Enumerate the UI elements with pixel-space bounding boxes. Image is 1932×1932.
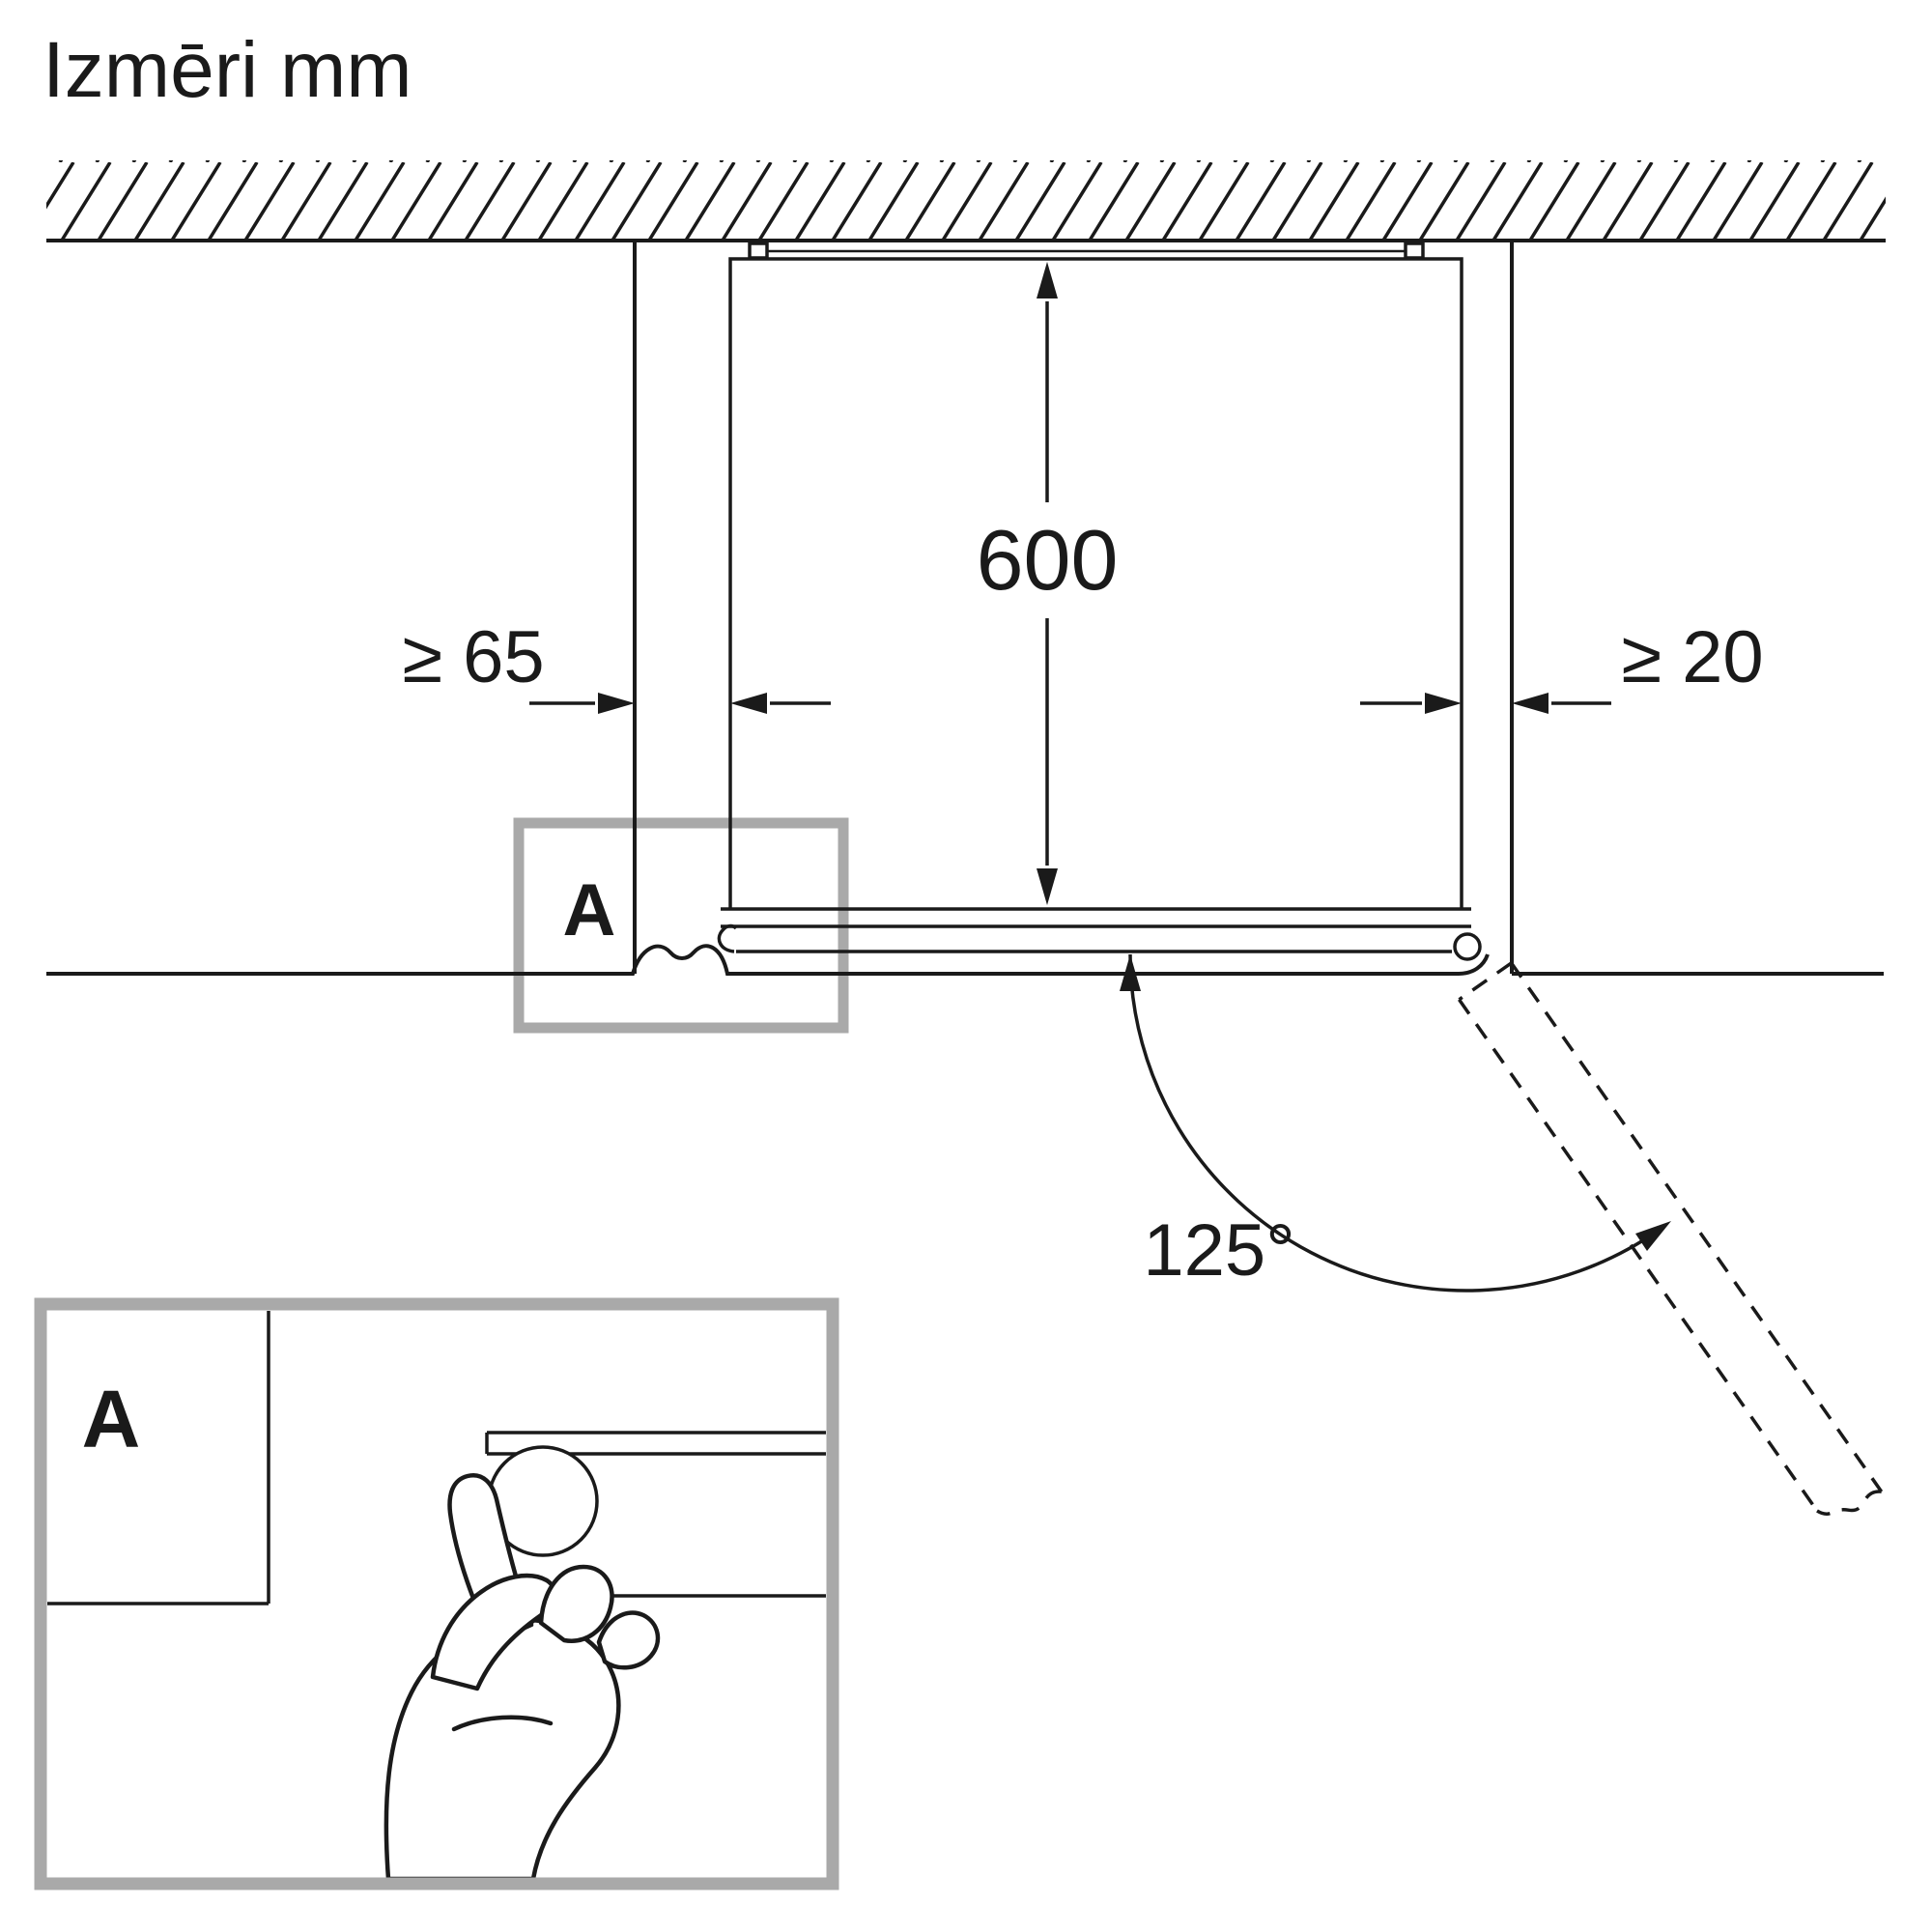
right-clearance-label: ≥ 20 xyxy=(1621,616,1763,698)
detail-marker-label: A xyxy=(563,869,616,952)
detail-view: A xyxy=(34,1297,839,1890)
appliance xyxy=(717,242,1482,961)
page-title: Izmēri mm xyxy=(43,26,412,114)
right-clearance-dimension: ≥ 20 xyxy=(1360,616,1764,714)
ceiling-wall xyxy=(46,160,1886,242)
arrowhead-left xyxy=(1512,693,1548,714)
floor-line xyxy=(46,944,1490,976)
door-swing-arc xyxy=(1128,953,1661,1293)
arrowhead-up xyxy=(1037,262,1058,298)
detail-view-label: A xyxy=(82,1374,141,1464)
arrowhead-left xyxy=(730,693,767,714)
door-hinge xyxy=(1453,932,1482,961)
appliance-left-wall-spacer xyxy=(748,242,769,260)
depth-dimension: 600 xyxy=(977,262,1119,905)
open-door-outline xyxy=(1458,961,1884,1516)
detail-view-box xyxy=(34,1297,839,1890)
arc-arrowhead-end xyxy=(1635,1221,1671,1251)
arrowhead-down xyxy=(1037,868,1058,905)
open-door-dashed xyxy=(1458,961,1884,1516)
hand-thumb xyxy=(430,1573,558,1691)
door-angle-label: 125° xyxy=(1143,1209,1294,1292)
appliance-right-wall-spacer xyxy=(1404,242,1425,260)
left-clearance-dimension: ≥ 65 xyxy=(402,616,831,714)
plinth-left-curl xyxy=(717,923,738,953)
door-swing: 125° xyxy=(1120,953,1884,1516)
ceiling-hatch xyxy=(46,160,1886,240)
hand-middle-finger xyxy=(538,1564,614,1643)
hand-crease xyxy=(451,1715,554,1732)
arrowhead-right xyxy=(598,693,635,714)
hand-illustration xyxy=(384,1472,661,1882)
arc-arrowhead-start xyxy=(1120,954,1141,991)
hand-ring-finger xyxy=(596,1610,661,1670)
hand-palm xyxy=(384,1617,621,1882)
arrowhead-right xyxy=(1425,693,1462,714)
left-clearance-label: ≥ 65 xyxy=(402,616,544,698)
appliance-outline xyxy=(728,257,1463,908)
depth-dimension-label: 600 xyxy=(977,512,1119,608)
